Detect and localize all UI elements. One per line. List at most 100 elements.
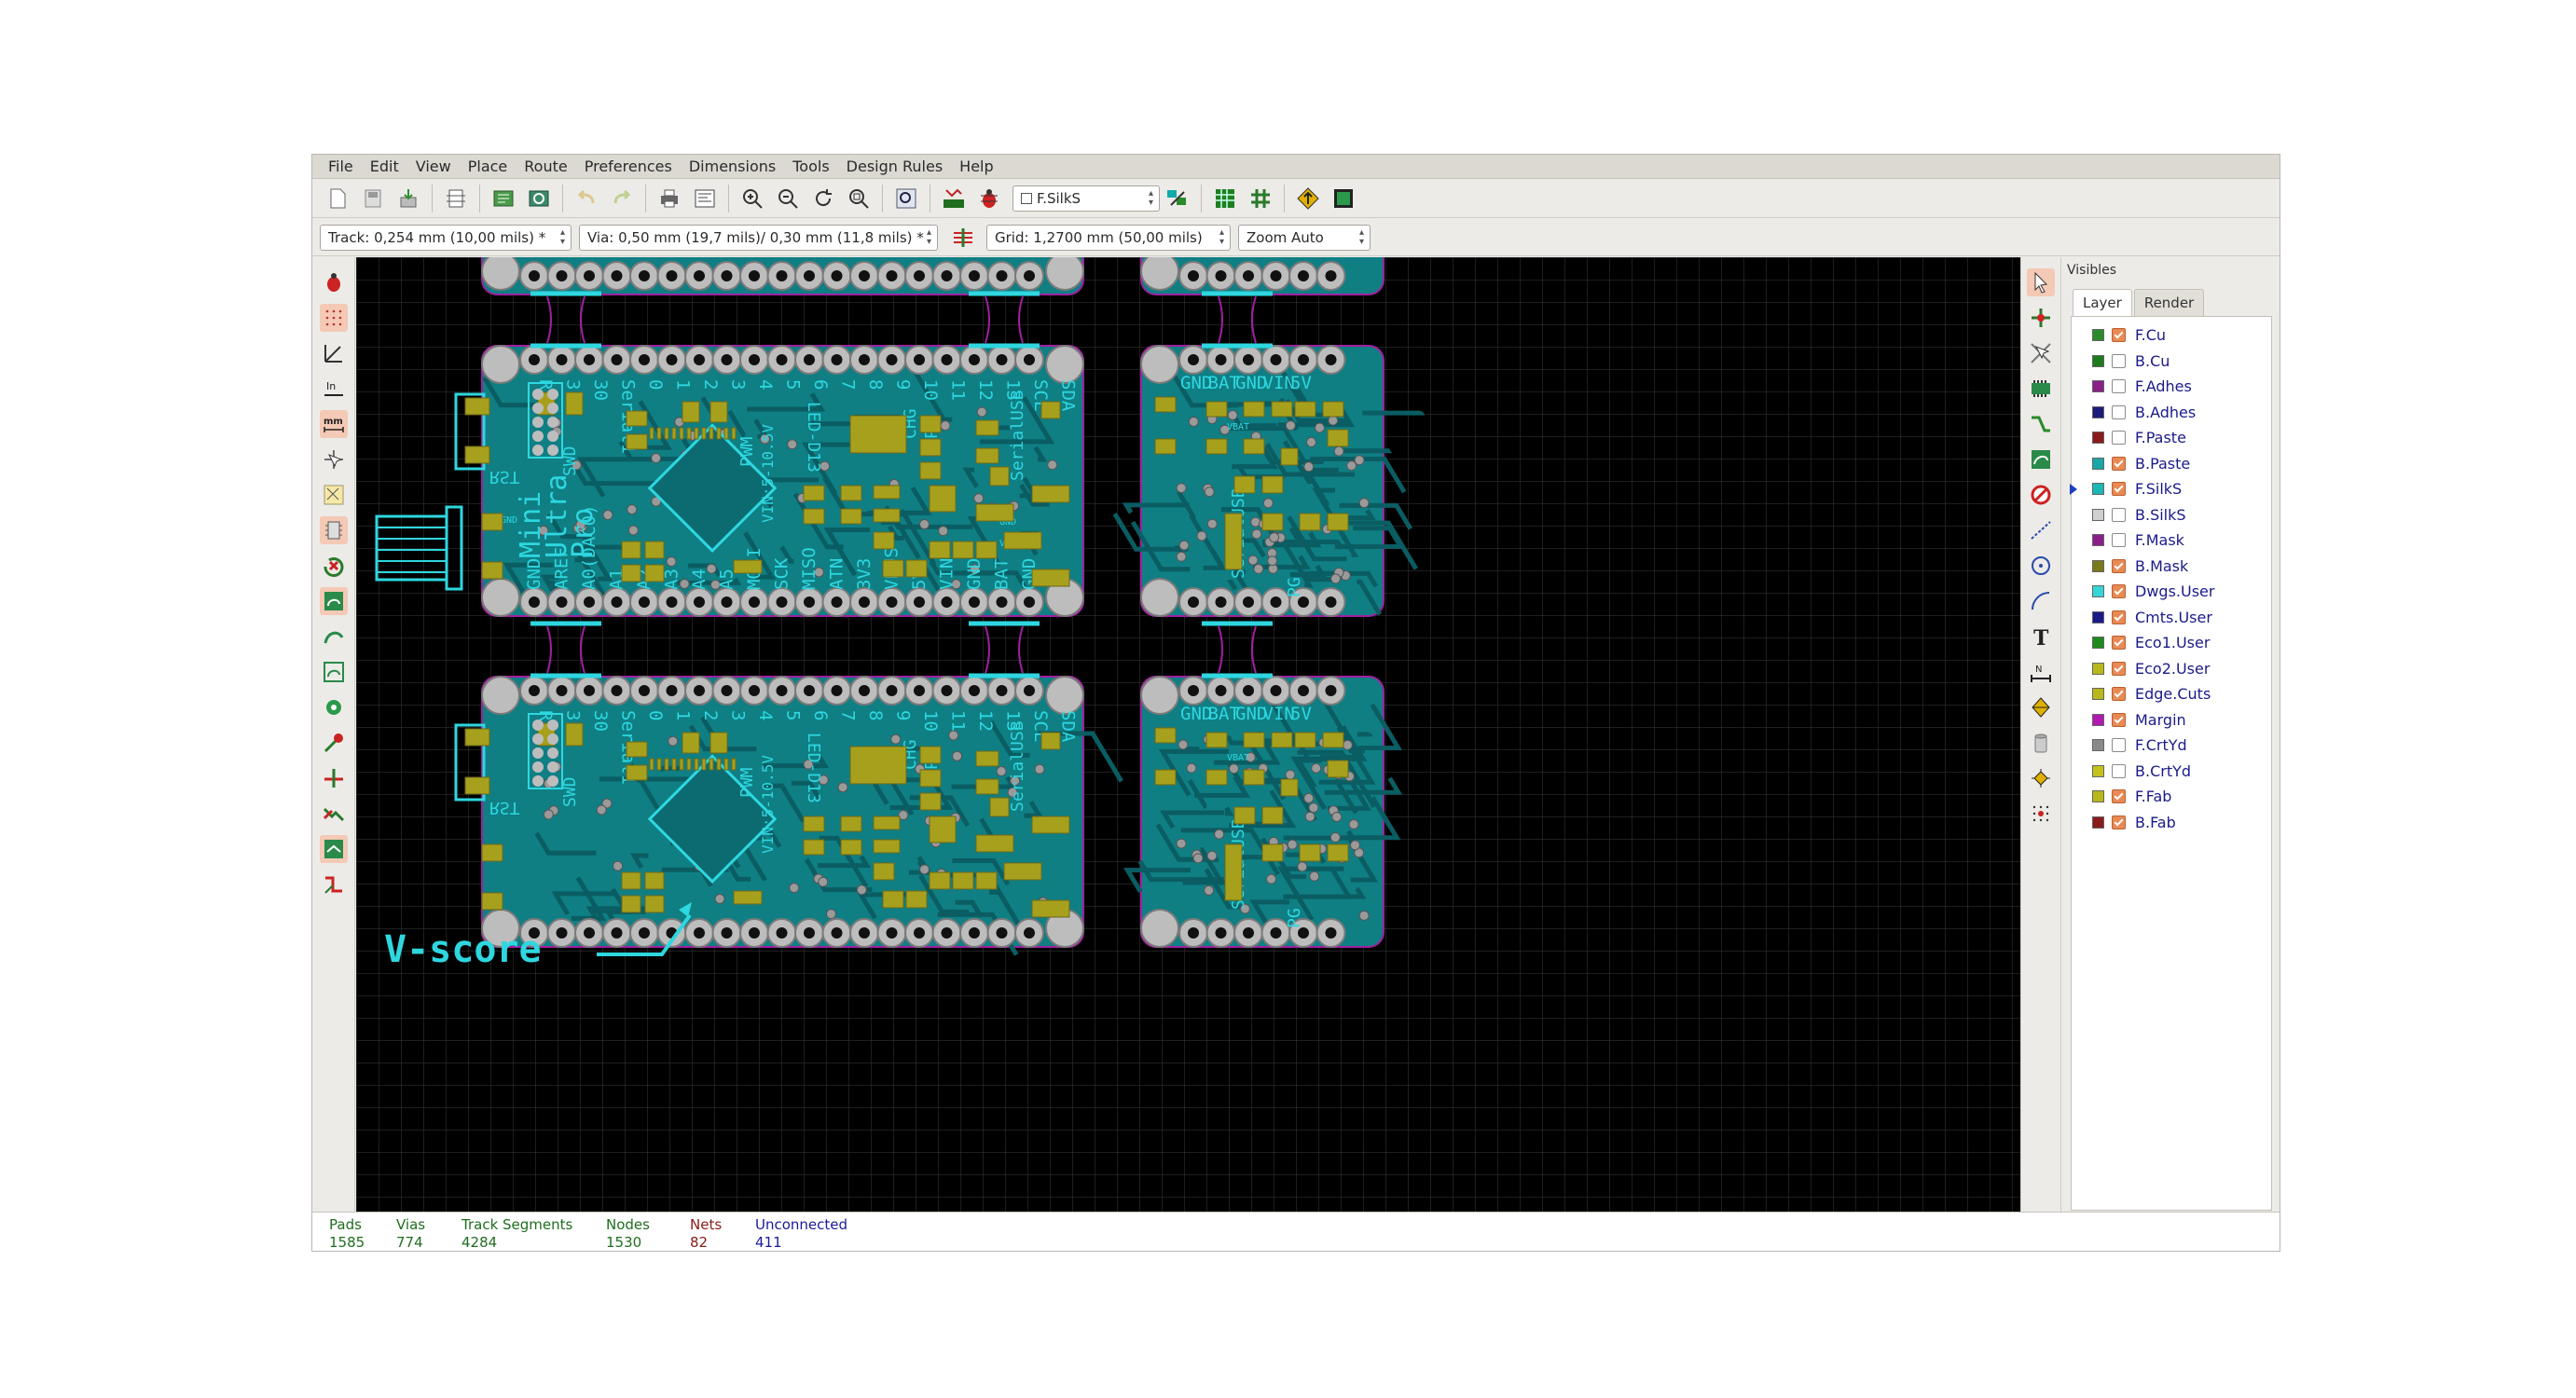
menu-help[interactable]: Help xyxy=(959,158,994,175)
layer-color-swatch[interactable] xyxy=(2092,380,2104,393)
show-zones-icon[interactable] xyxy=(319,587,348,615)
active-layer-select[interactable]: F.SilkS ▴▾ xyxy=(1012,185,1160,212)
layer-row[interactable]: F.Adhes xyxy=(2072,374,2271,400)
drc-icon[interactable] xyxy=(975,185,1003,212)
polar-coords-icon[interactable] xyxy=(320,339,348,367)
menu-design-rules[interactable]: Design Rules xyxy=(846,158,944,175)
layer-pair-icon[interactable] xyxy=(1164,185,1192,212)
layer-visibility-checkbox[interactable] xyxy=(2112,558,2126,573)
layer-visibility-checkbox[interactable] xyxy=(2112,456,2126,471)
menu-tools[interactable]: Tools xyxy=(792,158,830,175)
new-board-icon[interactable] xyxy=(324,185,351,212)
add-zone-icon[interactable] xyxy=(2027,445,2055,473)
layer-color-swatch[interactable] xyxy=(2092,508,2104,521)
library-editor-icon[interactable] xyxy=(489,185,517,212)
layer-visibility-checkbox[interactable] xyxy=(2112,661,2126,676)
show-ratsnest-icon[interactable] xyxy=(320,481,348,509)
python-console-icon[interactable] xyxy=(1329,185,1357,212)
layer-row[interactable]: Edge.Cuts xyxy=(2072,681,2271,707)
layer-row[interactable]: F.CrtYd xyxy=(2072,733,2271,759)
layer-color-swatch[interactable] xyxy=(2092,662,2104,675)
layer-row[interactable]: B.Paste xyxy=(2072,451,2271,477)
layer-color-swatch[interactable] xyxy=(2092,764,2104,777)
plot-icon[interactable] xyxy=(691,185,719,212)
layer-row[interactable]: Margin xyxy=(2072,707,2271,733)
via-sketch-icon[interactable] xyxy=(320,729,348,757)
layer-color-swatch[interactable] xyxy=(2092,354,2104,367)
layer-color-swatch[interactable] xyxy=(2092,585,2104,598)
layer-row[interactable]: B.CrtYd xyxy=(2072,759,2271,785)
layer-row[interactable]: F.Fab xyxy=(2072,784,2271,810)
add-target-icon[interactable] xyxy=(2027,693,2055,721)
layer-color-swatch[interactable] xyxy=(2092,457,2104,470)
redraw-icon[interactable] xyxy=(809,185,837,212)
layer-color-swatch[interactable] xyxy=(2092,534,2104,547)
auto-track-width-icon[interactable] xyxy=(949,224,977,252)
layer-visibility-checkbox[interactable] xyxy=(2112,431,2126,445)
tab-render[interactable]: Render xyxy=(2133,289,2205,316)
layer-row[interactable]: B.SilkS xyxy=(2072,502,2271,528)
layer-visibility-checkbox[interactable] xyxy=(2112,738,2126,753)
layer-color-swatch[interactable] xyxy=(2092,405,2104,418)
microwave-toolbar-icon[interactable] xyxy=(320,870,348,898)
layer-row[interactable]: B.Fab xyxy=(2072,810,2271,836)
grid-toggle-icon[interactable] xyxy=(319,304,348,332)
tab-layer[interactable]: Layer xyxy=(2073,289,2132,316)
layer-visibility-checkbox[interactable] xyxy=(2112,712,2126,727)
autorouter-icon[interactable] xyxy=(1294,185,1322,212)
add-dimension-icon[interactable]: N xyxy=(2027,658,2055,686)
drc-off-icon[interactable] xyxy=(320,268,348,296)
via-size-select[interactable]: Via: 0,50 mm (19,7 mils)/ 0,30 mm (11,8 … xyxy=(579,224,938,251)
layer-row[interactable]: F.SilkS xyxy=(2070,476,2271,502)
library-browser-icon[interactable] xyxy=(525,185,553,212)
layer-visibility-checkbox[interactable] xyxy=(2112,353,2126,368)
layer-row[interactable]: F.Mask xyxy=(2072,528,2271,554)
layer-visibility-checkbox[interactable] xyxy=(2112,533,2126,548)
add-text-icon[interactable]: T xyxy=(2027,623,2055,651)
netlist-icon[interactable] xyxy=(940,185,968,212)
menu-dimensions[interactable]: Dimensions xyxy=(688,158,777,175)
page-settings-icon[interactable] xyxy=(442,185,470,212)
menu-place[interactable]: Place xyxy=(467,158,508,175)
add-arc-icon[interactable] xyxy=(2027,587,2055,615)
layer-visibility-checkbox[interactable] xyxy=(2112,763,2126,778)
add-line-icon[interactable] xyxy=(2027,516,2055,544)
highlight-net-icon[interactable] xyxy=(2027,304,2055,332)
local-ratsnest-icon[interactable] xyxy=(2027,339,2055,367)
layer-color-swatch[interactable] xyxy=(2092,688,2104,701)
track-width-select[interactable]: Track: 0,254 mm (10,00 mils) * ▴▾ xyxy=(320,224,572,251)
layer-color-swatch[interactable] xyxy=(2092,559,2104,572)
menu-view[interactable]: View xyxy=(415,158,451,175)
module-mode-icon[interactable] xyxy=(1211,185,1239,212)
select-tool-icon[interactable] xyxy=(2027,268,2055,296)
add-circle-icon[interactable] xyxy=(2027,552,2055,580)
redo-icon[interactable] xyxy=(608,185,636,212)
undo-icon[interactable] xyxy=(572,185,600,212)
zoom-fit-icon[interactable] xyxy=(845,185,873,212)
layer-color-swatch[interactable] xyxy=(2092,713,2104,726)
layer-color-swatch[interactable] xyxy=(2092,610,2104,624)
layer-row[interactable]: Eco1.User xyxy=(2072,630,2271,656)
high-contrast-icon[interactable] xyxy=(320,800,348,828)
grid-origin-icon[interactable] xyxy=(2027,800,2055,828)
menu-route[interactable]: Route xyxy=(524,158,568,175)
layer-visibility-checkbox[interactable] xyxy=(2112,404,2126,419)
add-module-icon[interactable] xyxy=(2027,375,2055,403)
track-mode-icon[interactable] xyxy=(1247,185,1274,212)
layer-visibility-checkbox[interactable] xyxy=(2112,687,2126,702)
zoom-out-icon[interactable] xyxy=(774,185,802,212)
layer-row[interactable]: B.Cu xyxy=(2072,349,2271,375)
keepout-zone-icon[interactable] xyxy=(2027,481,2055,509)
menu-edit[interactable]: Edit xyxy=(369,158,399,175)
layer-color-swatch[interactable] xyxy=(2092,790,2104,803)
pcb-canvas[interactable]: MOSISCKMISOATN3V3VBUS5VVINGNDBATGNDRST31… xyxy=(356,257,2020,1212)
layer-row[interactable]: Eco2.User xyxy=(2072,656,2271,682)
layer-color-swatch[interactable] xyxy=(2092,483,2104,496)
zoom-in-icon[interactable] xyxy=(738,185,766,212)
zoom-select[interactable]: Zoom Auto ▴▾ xyxy=(1238,224,1371,251)
layer-visibility-checkbox[interactable] xyxy=(2112,379,2126,394)
layer-visibility-checkbox[interactable] xyxy=(2112,584,2126,599)
layer-color-swatch[interactable] xyxy=(2092,816,2104,829)
layer-visibility-checkbox[interactable] xyxy=(2112,507,2126,522)
save-board-icon[interactable] xyxy=(394,185,422,212)
